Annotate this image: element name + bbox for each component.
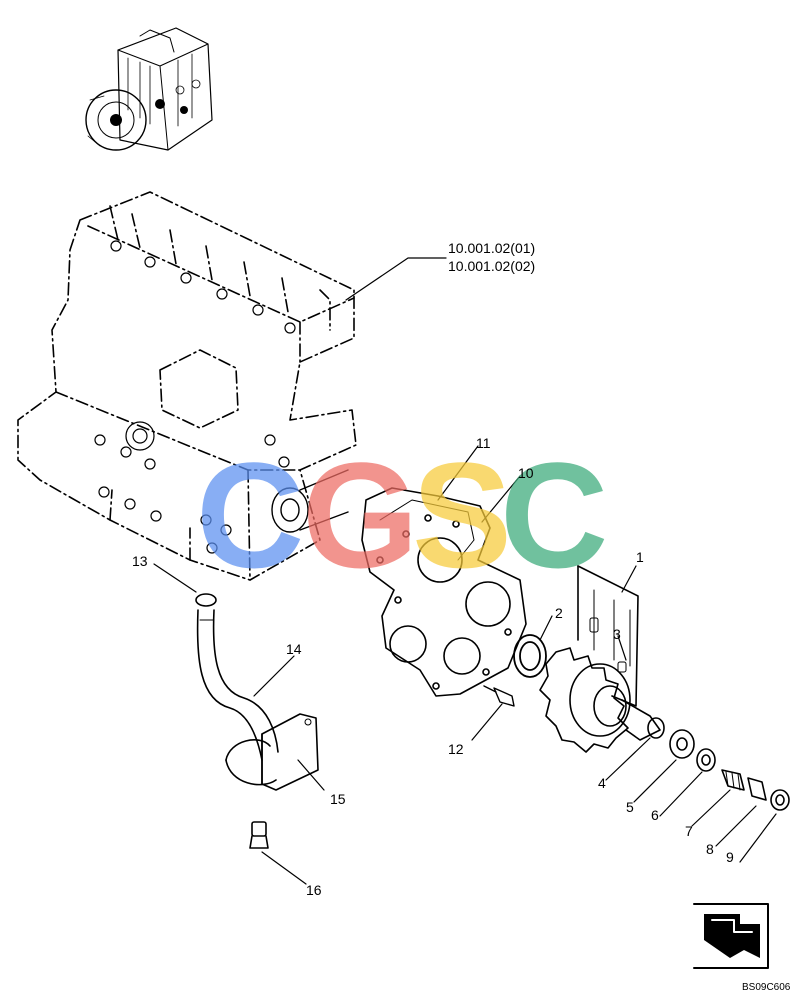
callout-9: 9 (726, 849, 734, 865)
reference-2: 10.001.02(02) (448, 258, 536, 274)
oil-seal (513, 634, 547, 678)
callout-13: 13 (132, 553, 148, 569)
watermark-letter-2: G (302, 431, 419, 599)
page-turn-symbol (693, 903, 769, 969)
watermark-letter-3: S (412, 431, 513, 599)
engine-thumbnail (85, 27, 213, 151)
drain-plug (249, 821, 269, 849)
leader-lines (153, 257, 777, 885)
callout-6: 6 (651, 807, 659, 823)
callout-11: 11 (476, 435, 491, 451)
drawing-code: BS09C606 (742, 982, 791, 993)
engine-block-outline (17, 191, 357, 581)
callout-2: 2 (555, 605, 563, 621)
small-parts (669, 729, 790, 811)
callout-12: 12 (448, 741, 464, 757)
suction-pipe (195, 593, 279, 761)
reference-1: 10.001.02(01) (448, 240, 536, 256)
pump-gear-assembly (539, 565, 665, 753)
callout-15: 15 (330, 791, 346, 807)
callout-1: 1 (636, 549, 644, 565)
watermark-letter-1: C (196, 431, 305, 599)
callout-10: 10 (518, 465, 534, 481)
callout-8: 8 (706, 841, 714, 857)
callout-7: 7 (685, 823, 693, 839)
block-bolt-holes (94, 240, 296, 554)
front-gasket (361, 487, 527, 697)
callout-16: 16 (306, 882, 322, 898)
callout-4: 4 (598, 775, 606, 791)
callout-3: 3 (613, 626, 621, 642)
oil-strainer (225, 713, 319, 791)
watermark-letter-4: C (500, 431, 609, 599)
callout-5: 5 (626, 799, 634, 815)
shaft-bore (271, 469, 349, 533)
callout-14: 14 (286, 641, 302, 657)
bolt-12 (483, 685, 515, 707)
